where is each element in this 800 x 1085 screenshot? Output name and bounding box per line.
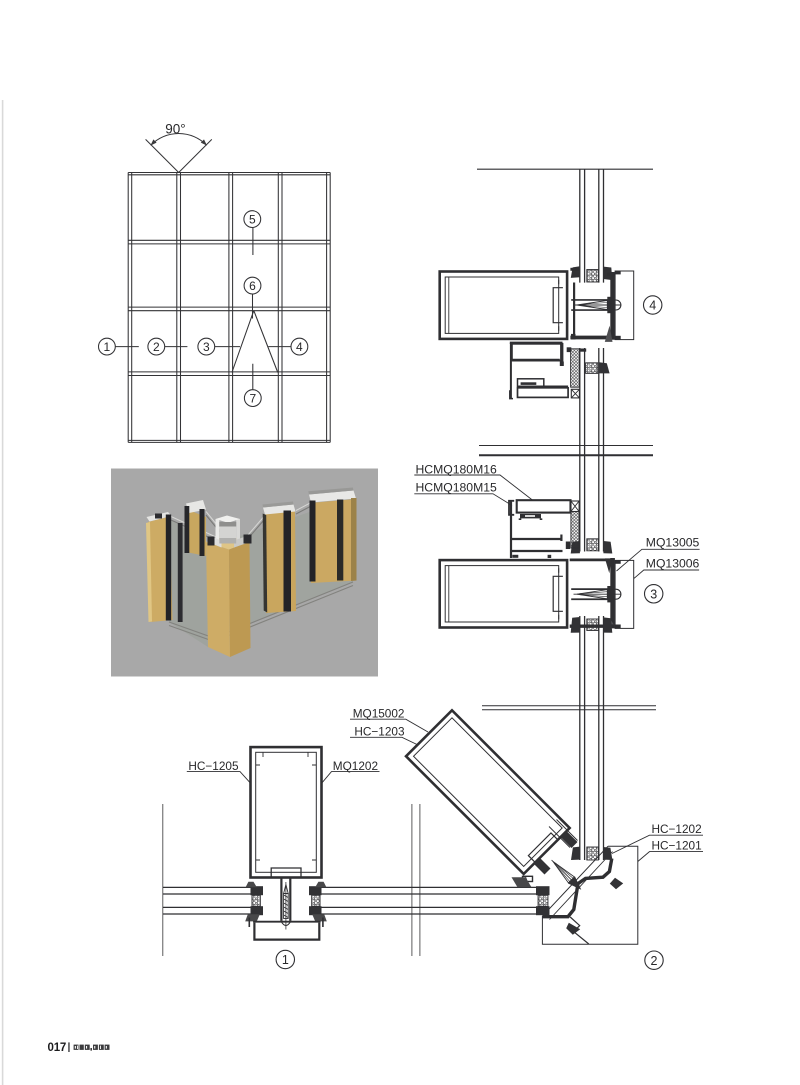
svg-text:MQ15002: MQ15002	[353, 706, 405, 720]
svg-text:HCMQ180M16: HCMQ180M16	[416, 463, 497, 477]
svg-text:4: 4	[296, 340, 303, 354]
svg-text:4: 4	[649, 299, 656, 313]
svg-text:HC−1202: HC−1202	[652, 822, 702, 836]
svg-text:6: 6	[249, 279, 256, 293]
svg-text:HC−1205: HC−1205	[188, 759, 239, 773]
svg-text:3: 3	[650, 587, 657, 601]
svg-text:017: 017	[48, 1042, 67, 1054]
svg-text:5: 5	[249, 212, 256, 226]
svg-text:MQ13005: MQ13005	[646, 536, 700, 550]
svg-text:HCMQ180M15: HCMQ180M15	[416, 481, 497, 495]
svg-text:1: 1	[104, 340, 111, 354]
svg-text:1: 1	[282, 953, 289, 967]
svg-text:3: 3	[203, 340, 210, 354]
svg-text:HC−1201: HC−1201	[652, 838, 702, 852]
svg-text:90°: 90°	[165, 121, 185, 136]
svg-text:MQ1202: MQ1202	[333, 759, 378, 773]
svg-text:2: 2	[153, 340, 160, 354]
svg-text:7: 7	[249, 391, 256, 405]
svg-text:HC−1203: HC−1203	[354, 724, 405, 738]
svg-text:2: 2	[651, 954, 658, 968]
svg-text:MQ13006: MQ13006	[646, 557, 700, 571]
